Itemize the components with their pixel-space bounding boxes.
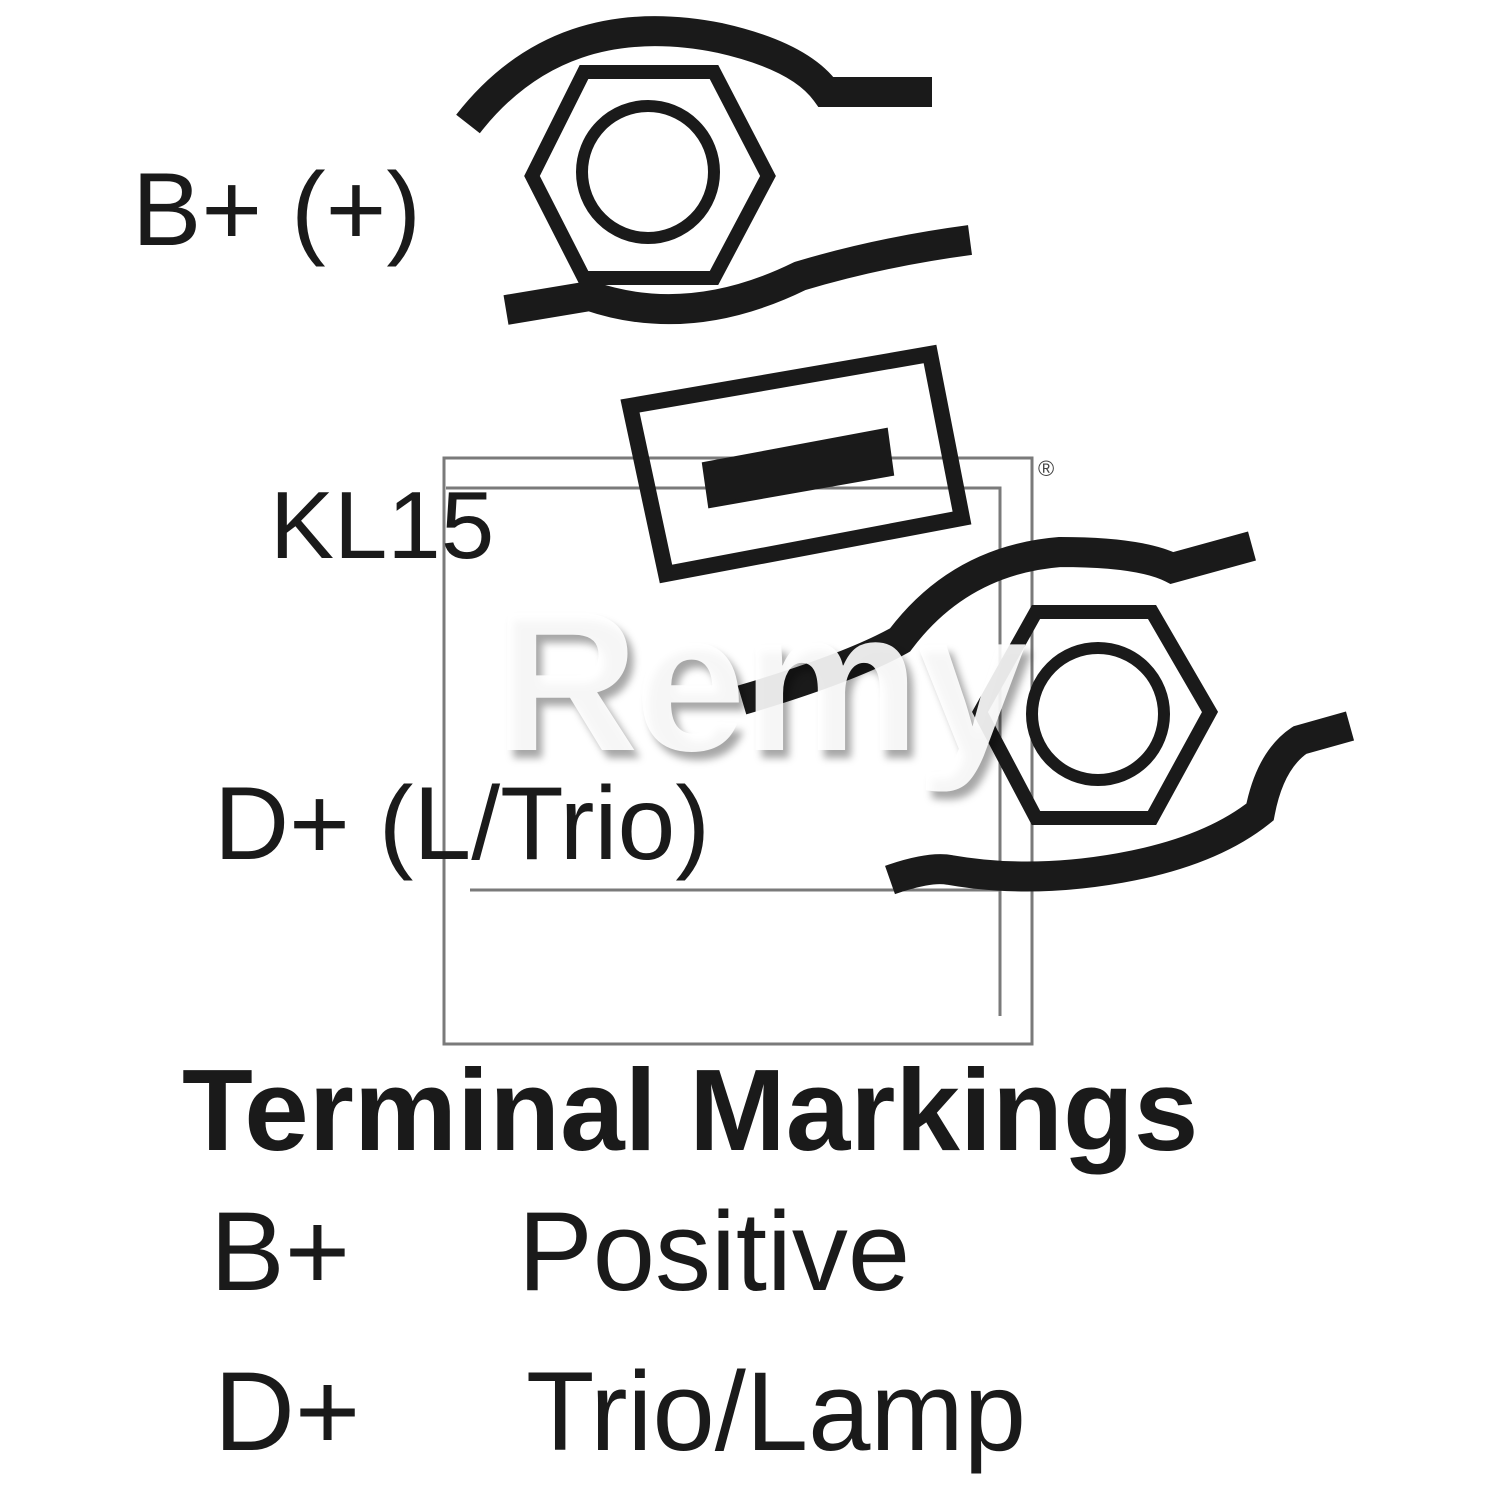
registered-trademark-mark: ® <box>1038 456 1055 481</box>
kl15-terminal <box>620 344 972 584</box>
kl15-label: KL15 <box>270 472 495 579</box>
brand-watermark-logo: Remy <box>494 570 1027 793</box>
kl15-plug-housing-icon <box>620 344 972 584</box>
d-plus-terminal <box>737 531 1355 895</box>
b-plus-lower-contour <box>503 225 972 325</box>
d-plus-stud-icon <box>1026 642 1170 786</box>
b-plus-terminal <box>456 16 972 325</box>
legend-row-key: D+ <box>214 1349 361 1474</box>
d-plus-hex-nut-icon <box>972 605 1219 825</box>
b-plus-hex-nut-icon <box>524 65 776 285</box>
legend-row-value: Positive <box>518 1189 911 1314</box>
d-plus-label: D+ (L/Trio) <box>214 766 710 882</box>
legend-heading: Terminal Markings <box>182 1045 1199 1175</box>
b-plus-stud-icon <box>576 100 720 244</box>
d-plus-upper-contour <box>737 531 1256 715</box>
b-plus-upper-contour <box>456 16 932 134</box>
watermark-inner-edge <box>446 486 1002 1016</box>
b-plus-label: B+ (+) <box>132 152 421 268</box>
legend-row-value: Trio/Lamp <box>526 1349 1027 1474</box>
legend-row-key: B+ <box>210 1189 351 1314</box>
kl15-blade-icon <box>701 427 895 509</box>
d-plus-lower-contour <box>885 711 1355 895</box>
